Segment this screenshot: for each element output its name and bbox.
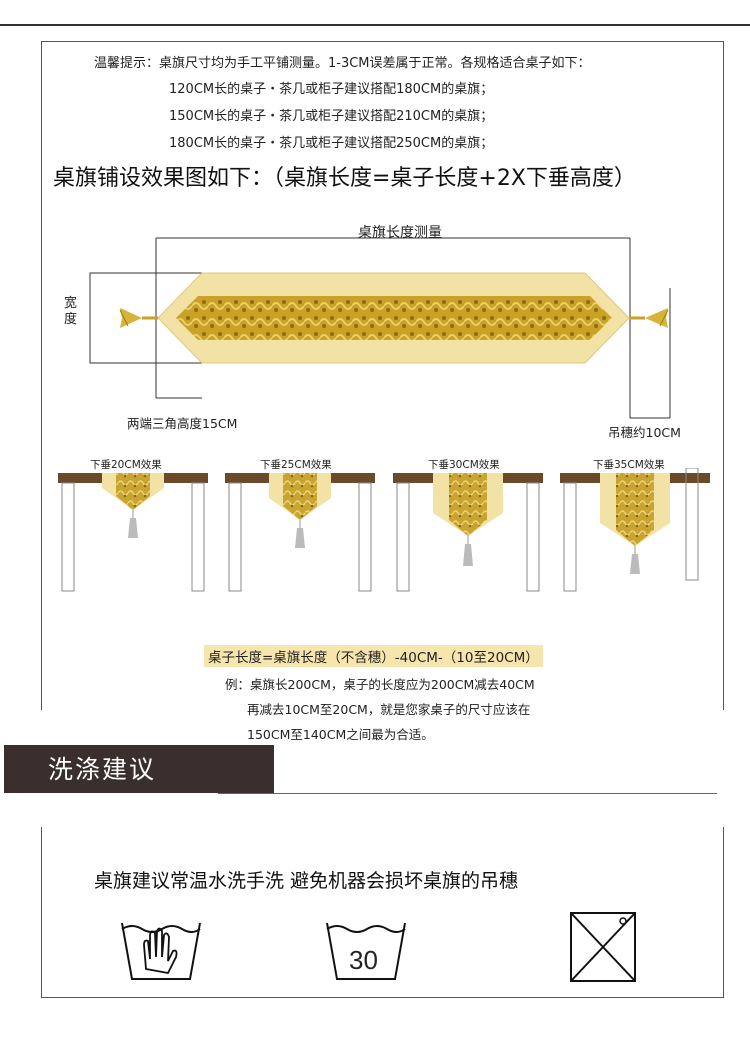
width-label: 宽度 bbox=[64, 296, 78, 327]
drop-35-figure bbox=[560, 468, 710, 592]
drop-30-figure bbox=[393, 473, 543, 592]
tip-line-1: 温馨提示：桌旗尺寸均为手工平铺测量。1-3CM误差属于正常。各规格适合桌子如下： bbox=[94, 56, 591, 71]
hand-wash-icon bbox=[121, 922, 201, 980]
left-tassel-icon bbox=[119, 308, 158, 328]
wash-temperature: 30 bbox=[349, 945, 378, 975]
tassel-length-label: 吊穗约10CM bbox=[608, 425, 681, 440]
top-rule bbox=[0, 24, 750, 26]
runner-diagram bbox=[89, 237, 671, 419]
wash-30-icon bbox=[326, 922, 406, 980]
wash-banner bbox=[4, 745, 274, 793]
layout-heading: 桌旗铺设效果图如下：（桌旗长度=桌子长度+2X下垂高度） bbox=[53, 166, 636, 191]
no-tumble-dry-icon bbox=[570, 912, 636, 982]
tip-line-3: 150CM长的桌子・茶几或柜子建议搭配210CM的桌旗； bbox=[169, 109, 494, 124]
drop-25-label: 下垂25CM效果 bbox=[260, 459, 332, 471]
drop-20-figure bbox=[58, 473, 208, 592]
wash-divider bbox=[218, 793, 717, 794]
tip-line-4: 180CM长的桌子・茶几或柜子建议搭配250CM的桌旗； bbox=[169, 136, 494, 151]
wash-title: 洗涤建议 bbox=[48, 755, 157, 784]
triangle-height-label: 两端三角高度15CM bbox=[127, 416, 238, 431]
drop-20-label: 下垂20CM效果 bbox=[90, 459, 162, 471]
formula-highlight: 桌子长度=桌旗长度（不含穗）-40CM-（10至20CM） bbox=[204, 645, 543, 667]
drop-25-figure bbox=[225, 473, 375, 592]
size-guide-frame bbox=[41, 41, 724, 710]
drop-30-label: 下垂30CM效果 bbox=[428, 459, 500, 471]
example-line-2: 再减去10CM至20CM，就是您家桌子的尺寸应该在 bbox=[247, 702, 531, 717]
length-label: 桌旗长度测量 bbox=[358, 225, 442, 241]
wash-advice: 桌旗建议常温水洗手洗 避免机器会损坏桌旗的吊穗 bbox=[94, 870, 519, 892]
wash-frame bbox=[41, 827, 724, 998]
drop-35-label: 下垂35CM效果 bbox=[593, 459, 665, 471]
example-line-3: 150CM至140CM之间最为合适。 bbox=[247, 727, 434, 742]
right-tassel-icon bbox=[629, 308, 669, 328]
example-line-1: 例：桌旗长200CM，桌子的长度应为200CM减去40CM bbox=[225, 677, 535, 692]
tip-line-2: 120CM长的桌子・茶几或柜子建议搭配180CM的桌旗； bbox=[169, 82, 494, 97]
